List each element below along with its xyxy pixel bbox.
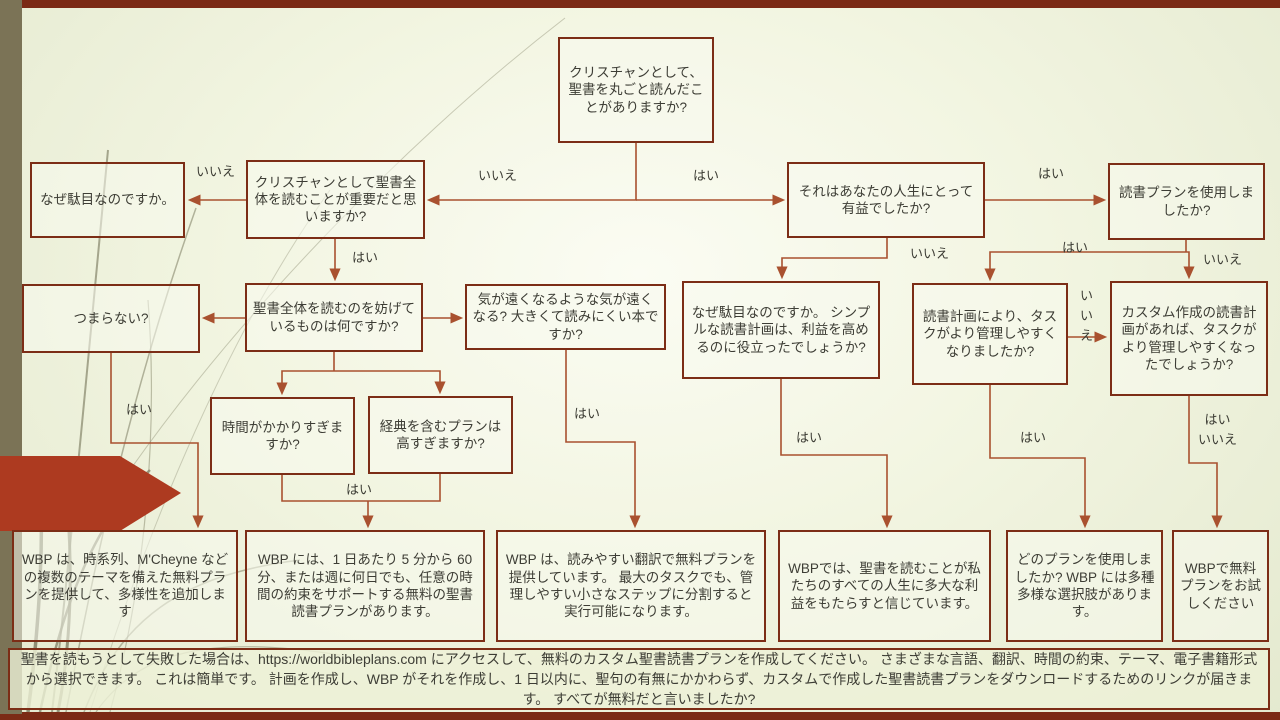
edge-label: はい <box>796 430 823 445</box>
top-border-bar <box>0 0 1280 8</box>
edge-label: はい <box>352 250 379 265</box>
edge-label: はい <box>126 402 153 417</box>
node-boring-q: つまらない? <box>22 284 200 353</box>
node-obstacle-q: 聖書全体を読むのを妨げているものは何ですか? <box>245 283 423 352</box>
edge-label: はい <box>346 482 373 497</box>
node-too-long-q: 時間がかかりすぎますか? <box>210 397 355 475</box>
edge-label: はい <box>1062 240 1089 255</box>
connector <box>776 238 888 280</box>
edge-label: はい <box>574 406 601 421</box>
node-importance-q: クリスチャンとして聖書全体を読むことが重要だと思いますか? <box>246 160 425 239</box>
edge-label: はい いいえ <box>1198 412 1238 448</box>
node-tasks-managed-q: 読書計画により、タスクがより管理しやすくなりましたか? <box>912 283 1068 385</box>
node-wbp-belief: WBPでは、聖書を読むことが私たちのすべての人生に多大な利益をもたらすと信じてい… <box>778 530 991 642</box>
node-plan-cost-q: 経典を含むプランは高すぎますか? <box>368 396 513 474</box>
edge-label: はい <box>1038 166 1065 181</box>
footer-banner: 聖書を読もうとして失敗した場合は、https://worldbibleplans… <box>8 648 1270 710</box>
node-which-plan: どのプランを使用しましたか? WBP には多種多様な選択肢があります。 <box>1006 530 1163 642</box>
edge-label: いいえ <box>1203 252 1243 267</box>
node-wbp-themes: WBP は、時系列、M'Cheyne などの複数のテーマを備えた無料プランを提供… <box>12 530 238 642</box>
connector <box>989 385 1091 529</box>
connector <box>110 353 204 529</box>
node-try-wbp: WBPで無料プランをお試しください <box>1172 530 1269 642</box>
node-wbp-time-commitment: WBP には、1 日あたり 5 分から 60 分、または週に何日でも、任意の時間… <box>245 530 485 642</box>
node-used-plan-q: 読書プランを使用しましたか? <box>1108 163 1265 240</box>
node-wbp-translations: WBP は、読みやすい翻訳で無料プランを提供しています。 最大のタスクでも、管理… <box>496 530 766 642</box>
edge-label: いいえ <box>910 246 950 261</box>
edge-label: い い え <box>1080 288 1094 344</box>
red-arrow-shape <box>0 456 181 531</box>
connector <box>334 370 446 395</box>
connector <box>1188 396 1223 529</box>
node-beneficial-q: それはあなたの人生にとって有益でしたか? <box>787 162 985 238</box>
node-custom-plan-q: カスタム作成の読書計画があれば、タスクがより管理しやすくなったでしょうか? <box>1110 281 1268 396</box>
connector <box>565 350 641 529</box>
footer-text: 聖書を読もうとして失敗した場合は、https://worldbibleplans… <box>20 650 1258 708</box>
node-why-not-q: なぜ駄目なのですか。 <box>30 162 185 238</box>
connector <box>780 379 893 529</box>
edge-label: いいえ <box>478 168 518 183</box>
node-read-whole-bible-q: クリスチャンとして、聖書を丸ごと読んだことがありますか? <box>558 37 714 143</box>
connector <box>426 143 637 206</box>
connector <box>1183 251 1195 280</box>
connector <box>984 251 1186 282</box>
node-daunting-q: 気が遠くなるような気が遠くなる? 大きくて読みにくい本ですか? <box>465 284 666 350</box>
edge-label: いいえ <box>196 164 236 179</box>
node-why-not-simple-plan-q: なぜ駄目なのですか。 シンプルな読書計画は、利益を高めるのに役立ったでしょうか? <box>682 281 880 379</box>
bottom-border-bar <box>0 712 1280 720</box>
edge-label: はい <box>693 168 720 183</box>
connector <box>281 474 441 502</box>
connector <box>276 370 334 396</box>
edge-label: はい <box>1020 430 1047 445</box>
